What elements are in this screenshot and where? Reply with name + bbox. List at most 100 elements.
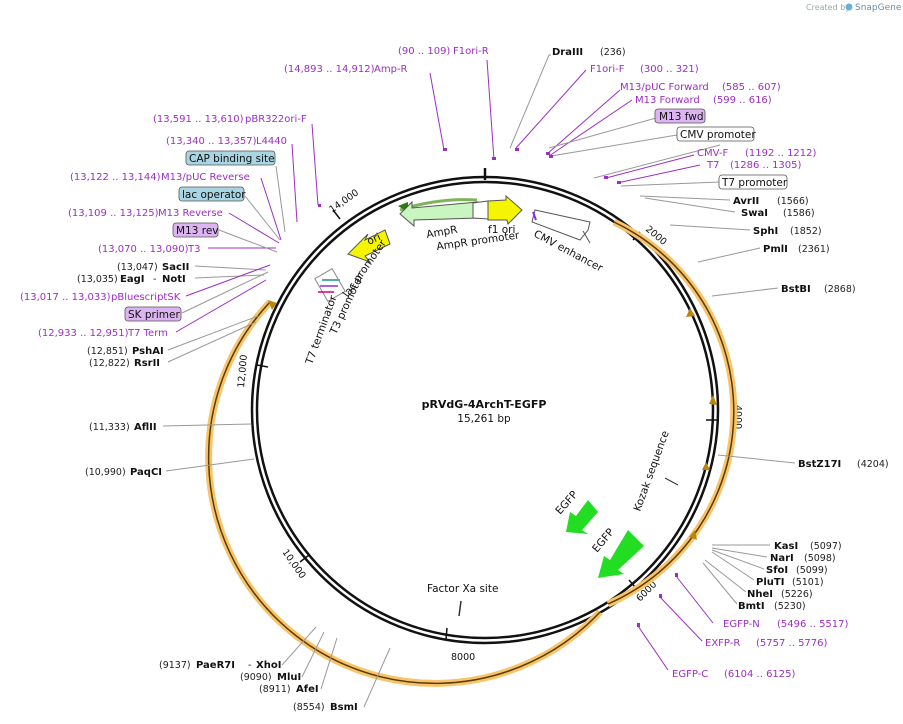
ampr-feature[interactable] <box>399 200 479 228</box>
label-factor-xa: Factor Xa site <box>427 583 498 595</box>
snapgene-logo-icon <box>845 3 853 11</box>
box-sk-primer: SK primer <box>128 309 180 321</box>
enzyme-plut1-pos: (5101) <box>792 577 824 588</box>
enzyme-labels-right: DraIII (236) AvrII (1566) SwaI (1586) Sp… <box>552 47 889 612</box>
enzyme-bmt1-pos: (5230) <box>774 601 806 612</box>
enzyme-paer7i-sep: - <box>248 660 251 671</box>
primer-l4440-range: (13,340 .. 13,357) <box>166 136 257 147</box>
enzyme-leader-lines-left <box>162 265 391 708</box>
enzyme-xho1: XhoI <box>256 660 281 671</box>
primer-pbluescript: pBluescriptSK <box>111 292 181 303</box>
cmv-enhancer-feature[interactable] <box>531 209 591 241</box>
backbone-inner-ring <box>255 180 715 640</box>
enzyme-plut1: PluTI <box>756 577 784 588</box>
primer-labels-left: (14,893 .. 14,912) Amp-R (13,591 .. 13,6… <box>20 64 408 339</box>
enzyme-psha1-pos: (12,851) <box>87 346 128 357</box>
primer-egfp-n-range: (5496 .. 5517) <box>777 619 849 630</box>
primer-exfp-r: EXFP-R <box>705 638 740 649</box>
brand-text: SnapGene <box>855 3 902 13</box>
enzyme-nar1-pos: (5098) <box>804 553 836 564</box>
enzyme-nhe1-pos: (5226) <box>781 589 813 600</box>
primer-t7-term-range: (12,933 .. 12,951) <box>38 328 129 339</box>
enzyme-sac2: SacII <box>162 262 189 273</box>
label-egfp-1: EGFP <box>553 489 580 517</box>
label-ori: ori <box>365 231 382 248</box>
egfp-arrow-2[interactable] <box>598 530 644 578</box>
enzyme-bsm1: BsmI <box>330 702 358 713</box>
enzyme-nar1: NarI <box>770 553 794 564</box>
box-cmv-promoter: CMV promoter <box>680 129 756 141</box>
enzyme-pml1: PmlI <box>763 244 788 255</box>
tick-10000: 10,000 <box>280 547 308 581</box>
enzyme-avr2-pos: (1566) <box>777 196 809 207</box>
primer-m13-fwd: M13 Forward <box>635 95 700 106</box>
primer-amp-r: Amp-R <box>374 64 408 75</box>
primer-f1ori-f-range: (300 .. 321) <box>640 64 699 75</box>
enzyme-kas1: KasI <box>774 541 798 552</box>
primer-t3: T3 <box>187 244 200 255</box>
primer-f1ori-r: F1ori-R <box>453 46 489 57</box>
ampr-promoter-feature[interactable] <box>472 200 489 220</box>
box-lac-operator: lac operator <box>182 189 246 201</box>
enzyme-sph1-pos: (1852) <box>790 226 822 237</box>
enzyme-eag1-sep: - <box>153 274 156 285</box>
enzyme-afe1: AfeI <box>296 684 319 695</box>
cmv-end-marker <box>582 230 591 244</box>
enzyme-paqc1-pos: (10,990) <box>85 467 126 478</box>
primer-f1ori-r-range: (90 .. 109) <box>398 46 450 57</box>
primer-labels-right: (90 .. 109) F1ori-R F1ori-F (300 .. 321)… <box>398 46 849 680</box>
enzyme-dra3-pos: (236) <box>600 47 626 58</box>
f1-ori-feature[interactable] <box>487 194 523 225</box>
enzyme-pml1-pos: (2361) <box>798 244 830 255</box>
enzyme-sfo1: SfoI <box>766 565 788 576</box>
credit-text: Created by <box>806 3 850 12</box>
enzyme-sac2-pos: (13,047) <box>117 262 158 273</box>
boxed-leader-lines <box>181 117 721 314</box>
label-egfp-2: EGFP <box>590 526 617 555</box>
enzyme-leader-lines-right <box>509 54 796 605</box>
primer-ticks <box>318 148 678 627</box>
enzyme-swa1: SwaI <box>741 208 768 219</box>
primer-amp-r-range: (14,893 .. 14,912) <box>284 64 375 75</box>
ori-feature[interactable] <box>347 229 391 264</box>
plasmid-size: 15,261 bp <box>457 413 511 425</box>
enzyme-paqc1: PaqCI <box>130 467 162 478</box>
primer-t7-range: (1286 .. 1305) <box>730 160 802 171</box>
primer-f1ori-f: F1ori-F <box>590 64 625 75</box>
primer-cmv-f-range: (1192 .. 1212) <box>745 148 817 159</box>
orange-arc-arrowheads <box>268 300 717 540</box>
enzyme-bstb1: BstBI <box>781 284 811 295</box>
enzyme-rsr2: RsrII <box>134 358 160 369</box>
factor-xa-marker <box>458 600 462 617</box>
primer-pbluescript-range: (13,017 .. 13,033) <box>20 292 111 303</box>
primer-m13puc-fwd: M13/pUC Forward <box>620 82 709 93</box>
kozak-marker <box>664 477 679 486</box>
enzyme-bmt1: BmtI <box>738 601 765 612</box>
egfp-arrow-1[interactable] <box>566 500 598 534</box>
cmv-marker <box>532 211 537 221</box>
primer-egfp-c: EGFP-C <box>672 669 708 680</box>
tick-14000: 14,000 <box>327 187 361 215</box>
primer-m13-fwd-range: (599 .. 616) <box>713 95 772 106</box>
enzyme-paer7i: PaeR7I <box>196 660 235 671</box>
primer-l4440: L4440 <box>256 136 287 147</box>
enzyme-mlu1: MluI <box>277 672 301 683</box>
box-cap-binding-site: CAP binding site <box>189 153 275 165</box>
enzyme-afl2: AflII <box>134 422 157 433</box>
primer-m13-rev-range: (13,109 .. 13,125) <box>68 208 159 219</box>
boxed-labels: M13 fwd CMV promoter T7 promoter CAP bin… <box>124 108 788 322</box>
enzyme-mlu1-pos: (9090) <box>240 672 272 683</box>
tick-4000: 4000 <box>732 405 743 429</box>
enzyme-not1: NotI <box>162 274 186 285</box>
lac-cluster <box>314 268 346 302</box>
label-kozak: Kozak sequence <box>632 429 672 513</box>
enzyme-paer7i-pos: (9137) <box>159 660 191 671</box>
enzyme-eag1: EagI <box>120 274 144 285</box>
primer-egfp-c-range: (6104 .. 6125) <box>724 669 796 680</box>
primer-m13-rev: M13 Reverse <box>158 208 223 219</box>
enzyme-swa1-pos: (1586) <box>783 208 815 219</box>
enzyme-kas1-pos: (5097) <box>810 541 842 552</box>
primer-t3-range: (13,070 .. 13,090) <box>98 244 189 255</box>
enzyme-labels-left: (13,047) SacII (13,035) EagI - NotI (12,… <box>77 262 358 713</box>
enzyme-psha1: PshAI <box>132 346 164 357</box>
